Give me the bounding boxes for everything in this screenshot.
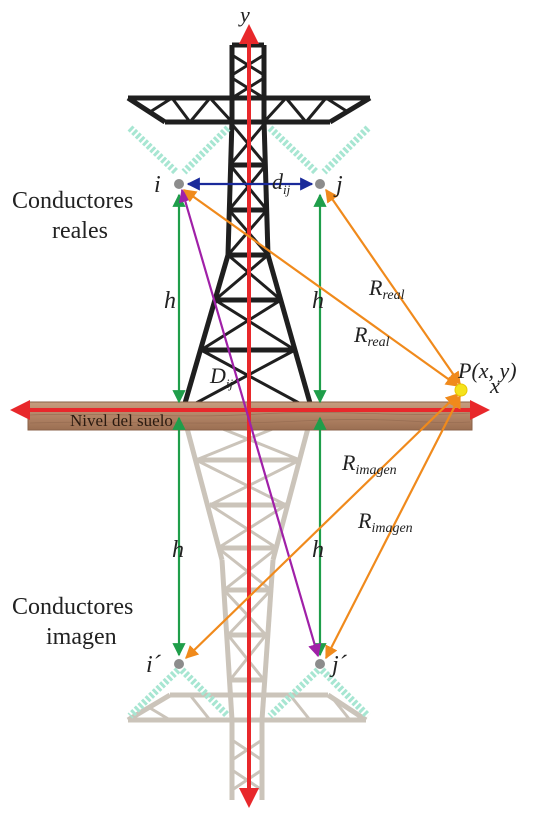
ground-label: Nivel del suelo xyxy=(70,411,173,430)
label-j-image: j´ xyxy=(329,652,348,678)
label-i-image: i´ xyxy=(146,652,162,678)
label-point-p: P(x, y) xyxy=(457,358,517,383)
label-j: j xyxy=(333,172,343,198)
real-conductors-label-line2: reales xyxy=(52,218,108,244)
label-i: i xyxy=(154,172,161,198)
conductor-j xyxy=(315,179,325,189)
conductor-j-image xyxy=(315,659,325,669)
conductor-i-image xyxy=(174,659,184,669)
conductor-i xyxy=(174,179,184,189)
label-r-image-1: Rimagen xyxy=(341,450,397,478)
image-conductors-label-line2: imagen xyxy=(46,624,117,650)
label-d-ij: dij xyxy=(272,169,291,197)
y-axis-label: y xyxy=(238,2,250,27)
x-axis-label: x xyxy=(489,373,500,398)
label-r-real-1: Rreal xyxy=(368,275,405,303)
label-h-real-right: h xyxy=(312,288,324,314)
label-h-image-left: h xyxy=(172,537,184,563)
label-h-real-left: h xyxy=(164,288,176,314)
label-h-image-right: h xyxy=(312,537,324,563)
real-conductors-label-line1: Conductores xyxy=(12,188,133,214)
label-D-ij-prime: Dij´ xyxy=(209,363,238,391)
image-insulators xyxy=(127,667,371,719)
image-conductors-label-line1: Conductores xyxy=(12,594,133,620)
r-arrows xyxy=(182,188,461,660)
point-p xyxy=(454,383,468,397)
real-insulators xyxy=(127,125,371,175)
label-r-image-2: Rimagen xyxy=(357,508,413,536)
label-r-real-2: Rreal xyxy=(353,322,390,350)
